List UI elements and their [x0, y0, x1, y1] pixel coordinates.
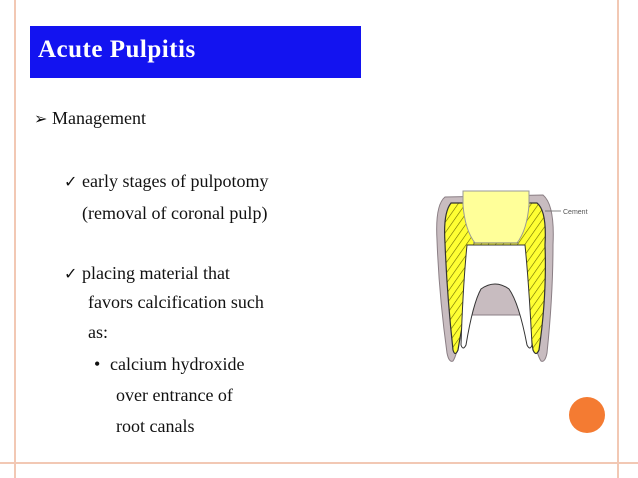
item-2-line-2: favors calcification such	[88, 292, 264, 313]
item-2-text-2: favors calcification such	[88, 292, 264, 312]
item-1-line-1: ✓early stages of pulpotomy	[64, 171, 268, 192]
pulp-canal	[460, 244, 533, 349]
item-1-line-2: (removal of coronal pulp)	[82, 203, 267, 224]
crown-chamber	[462, 190, 530, 244]
title-banner: Acute Pulpitis	[30, 26, 361, 78]
cement-label: Cement	[563, 209, 588, 216]
subitem-line-2: over entrance of	[116, 385, 233, 406]
item-2-line-1: ✓placing material that	[64, 263, 230, 284]
dot-bullet-icon: •	[94, 354, 101, 374]
subitem-text-1: calcium hydroxide	[110, 354, 245, 374]
heading-line: ➢Management	[34, 108, 146, 129]
slide-title: Acute Pulpitis	[38, 36, 196, 63]
accent-dot	[569, 397, 605, 433]
management-heading: Management	[52, 108, 146, 128]
frame-right-line	[617, 0, 619, 478]
item-1-text-2: (removal of coronal pulp)	[82, 203, 268, 223]
frame-left-line	[14, 0, 16, 478]
subitem-line-1: • calcium hydroxide	[94, 354, 244, 375]
tooth-diagram-icon: Cement	[436, 190, 588, 362]
subitem-text-2: over entrance of	[116, 385, 233, 405]
item-2-text-3: as:	[88, 322, 108, 342]
subitem-line-3: root canals	[116, 416, 194, 437]
arrow-bullet-icon: ➢	[34, 109, 48, 128]
item-2-line-3: as:	[88, 322, 108, 343]
subitem-text-3: root canals	[116, 416, 195, 436]
frame-bottom-line	[0, 462, 638, 464]
item-2-text-1: placing material that	[82, 263, 230, 283]
item-1-text-1: early stages of pulpotomy	[82, 171, 269, 191]
check-bullet-icon: ✓	[64, 264, 78, 283]
check-bullet-icon: ✓	[64, 172, 78, 191]
